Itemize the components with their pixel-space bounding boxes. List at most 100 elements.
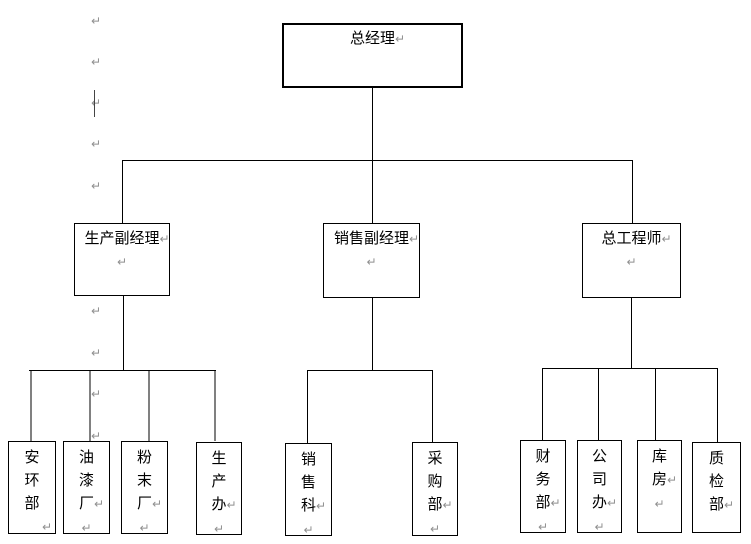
dept-char: 部	[427, 495, 443, 513]
dept-char: 房	[651, 470, 667, 488]
dept-box-safety-environment[interactable]: 安 环 部 ↵	[8, 441, 56, 534]
dept-box-warehouse[interactable]: 库 房↵ ↵	[637, 440, 682, 533]
connector-drop-sales-section	[307, 371, 308, 443]
dept-char: 部	[535, 493, 551, 511]
paragraph-mark: ↵	[152, 497, 163, 511]
connector-chief-trunk	[631, 298, 632, 368]
paragraph-mark: ↵	[667, 473, 678, 487]
dept-char: 公	[591, 447, 607, 465]
dept-char: 厂	[136, 494, 152, 512]
paragraph-mark: ↵	[213, 522, 225, 536]
dept-box-quality-inspection[interactable]: 质 检 部↵	[692, 442, 741, 533]
dept-char: 油	[78, 448, 94, 466]
dept-char: 采	[427, 449, 443, 467]
dept-char: 司	[591, 470, 607, 488]
connector-production-trunk	[123, 296, 124, 370]
dept-char: 科	[300, 496, 316, 514]
paragraph-mark: ↵	[94, 497, 105, 511]
dept-char: 生	[211, 449, 227, 467]
org-box-production-deputy-manager[interactable]: 生产副经理↵ ↵	[74, 223, 170, 296]
dept-char: 购	[427, 472, 443, 490]
dept-char: 部	[708, 495, 724, 513]
dept-char: 漆	[78, 471, 94, 489]
connector-drop-anhuan	[30, 371, 32, 441]
connector-drop-powder	[148, 371, 150, 441]
paragraph-mark: ↵	[91, 55, 102, 69]
dept-char: 库	[651, 447, 667, 465]
paragraph-mark: ↵	[607, 496, 618, 510]
dept-char: 安	[24, 448, 40, 466]
dept-box-sales-section[interactable]: 销 售 科↵ ↵	[285, 443, 332, 537]
dept-box-powder-factory[interactable]: 粉 末 厂↵ ↵	[121, 441, 168, 535]
connector-drop-procurement	[432, 371, 433, 442]
org-box-label: 总经理	[349, 29, 395, 47]
paragraph-mark: ↵	[442, 498, 453, 512]
paragraph-mark: ↵	[366, 255, 377, 269]
dept-char: 销	[300, 450, 316, 468]
paragraph-mark: ↵	[537, 520, 549, 534]
paragraph-mark: ↵	[159, 232, 170, 246]
org-box-sales-deputy-manager[interactable]: 销售副经理↵ ↵	[323, 223, 420, 298]
paragraph-mark: ↵	[409, 232, 420, 246]
connector-drop-production	[122, 161, 123, 223]
dept-char: 末	[136, 471, 152, 489]
connector-production-bar	[29, 370, 216, 371]
paragraph-mark: ↵	[550, 496, 561, 510]
paragraph-mark: ↵	[91, 96, 102, 110]
dept-char: 环	[24, 471, 40, 489]
paragraph-mark: ↵	[316, 499, 327, 513]
paragraph-mark: ↵	[91, 387, 102, 401]
connector-drop-company-office	[598, 369, 599, 440]
paragraph-mark: ↵	[139, 521, 150, 535]
connector-drop-warehouse	[655, 369, 656, 440]
connector-sales-bar	[307, 370, 433, 371]
dept-box-production-office[interactable]: 生 产 办↵ ↵	[196, 442, 242, 536]
org-box-general-manager[interactable]: 总经理↵	[282, 23, 463, 88]
paragraph-mark: ↵	[429, 522, 441, 536]
connector-drop-quality	[717, 369, 718, 442]
org-box-chief-engineer[interactable]: 总工程师↵ ↵	[582, 223, 681, 298]
paragraph-mark: ↵	[594, 520, 605, 534]
dept-char: 财	[535, 447, 551, 465]
paragraph-mark: ↵	[626, 255, 637, 269]
paragraph-mark: ↵	[724, 498, 735, 512]
org-box-label: 销售副经理	[333, 229, 409, 247]
connector-drop-finance	[542, 369, 543, 440]
org-box-label: 生产副经理	[84, 229, 160, 247]
dept-box-procurement[interactable]: 采 购 部↵ ↵	[412, 442, 458, 536]
org-box-label: 总工程师	[601, 229, 662, 247]
connector-root-trunk	[372, 88, 373, 160]
dept-char: 厂	[78, 494, 94, 512]
dept-box-company-office[interactable]: 公 司 办↵ ↵	[577, 440, 622, 534]
dept-char: 质	[708, 449, 724, 467]
dept-char: 办	[211, 495, 227, 513]
dept-char: 产	[211, 472, 227, 490]
dept-char: 办	[591, 493, 607, 511]
paragraph-mark: ↵	[91, 346, 102, 360]
paragraph-mark: ↵	[116, 255, 128, 269]
dept-char: 粉	[136, 448, 152, 466]
dept-char: 检	[708, 472, 724, 490]
dept-box-finance[interactable]: 财 务 部↵ ↵	[520, 440, 566, 534]
paragraph-mark: ↵	[303, 523, 314, 537]
paragraph-mark: ↵	[91, 137, 102, 151]
paragraph-mark: ↵	[654, 497, 665, 511]
connector-drop-paint	[89, 371, 91, 441]
paragraph-mark: ↵	[41, 520, 52, 534]
connector-sales-trunk	[372, 298, 373, 370]
connector-drop-prod-office	[214, 371, 216, 441]
connector-drop-sales	[372, 161, 373, 223]
connector-drop-chief	[632, 161, 633, 223]
text-cursor	[94, 90, 95, 117]
paragraph-mark: ↵	[81, 521, 92, 535]
paragraph-mark: ↵	[91, 14, 102, 28]
dept-box-paint-factory[interactable]: 油 漆 厂↵ ↵	[63, 441, 110, 535]
paragraph-mark: ↵	[91, 429, 102, 443]
dept-char: 部	[24, 494, 40, 512]
paragraph-mark: ↵	[91, 304, 102, 318]
connector-level1-bar	[122, 160, 633, 161]
dept-char: 售	[300, 473, 316, 491]
paragraph-mark: ↵	[226, 498, 237, 512]
dept-char: 务	[535, 470, 551, 488]
